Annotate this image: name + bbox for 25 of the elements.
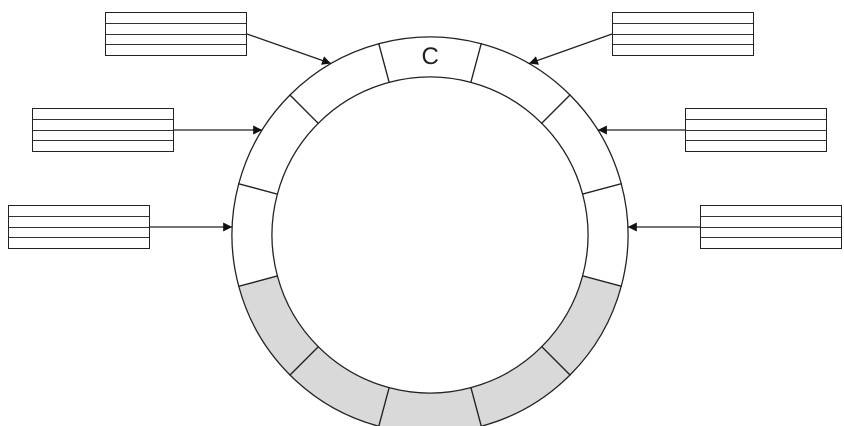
blank-table bbox=[105, 12, 247, 56]
ring-segment bbox=[289, 346, 390, 426]
arrow bbox=[598, 126, 685, 134]
segment-label: C bbox=[422, 45, 439, 69]
ring-segment bbox=[289, 43, 390, 124]
ring-segment bbox=[470, 346, 571, 426]
blank-table bbox=[32, 108, 174, 152]
ring-segment bbox=[541, 275, 622, 376]
arrow bbox=[628, 222, 700, 232]
blank-table bbox=[685, 108, 827, 152]
ring-segment bbox=[232, 183, 278, 287]
blank-table bbox=[700, 205, 842, 249]
ring-segment bbox=[541, 94, 622, 195]
arrow bbox=[174, 126, 262, 134]
ring-segment bbox=[378, 36, 482, 84]
ring-segment bbox=[238, 94, 319, 195]
arrow bbox=[528, 33, 612, 65]
arrow bbox=[150, 222, 232, 232]
ring-segment bbox=[470, 43, 571, 124]
ring-segment bbox=[238, 275, 319, 376]
blank-table bbox=[8, 205, 150, 249]
arrow bbox=[246, 33, 332, 65]
ring-segment bbox=[378, 386, 482, 426]
ring-segment bbox=[582, 183, 628, 287]
blank-table bbox=[612, 12, 754, 56]
